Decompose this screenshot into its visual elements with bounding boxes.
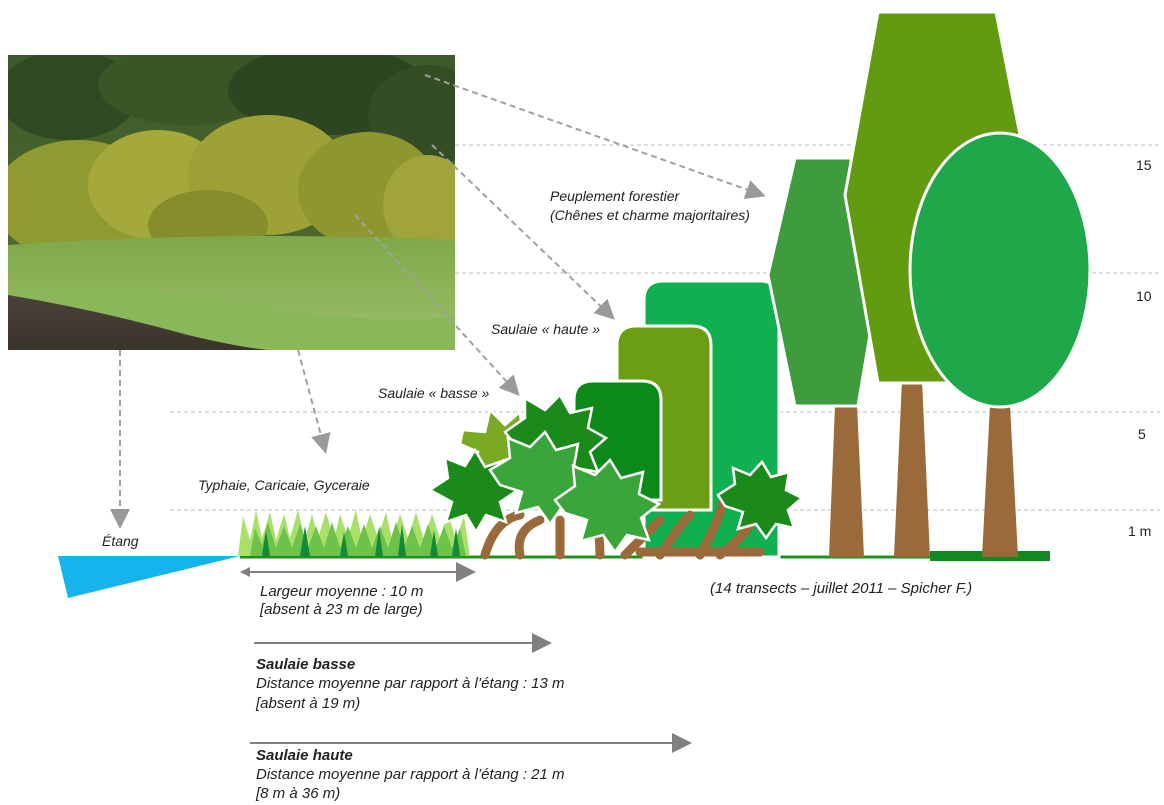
label-peuplement-2: (Chênes et charme majoritaires) [550,206,750,224]
scale-5: 5 [1138,426,1146,442]
label-etang: Étang [102,532,139,550]
callout-forest [425,75,762,195]
label-typhaie: Typhaie, Caricaie, Gyceraie [198,476,370,494]
label-saulaie-haute: Saulaie « haute » [491,320,600,338]
width-arrow [240,567,472,577]
note-haute-1: Distance moyenne par rapport à l’étang :… [256,766,565,784]
note-haute-2: [8 m à 36 m) [256,785,340,803]
note-basse-title: Saulaie basse [256,655,355,674]
note-largeur-2: [absent à 23 m de large) [260,601,423,619]
scale-15: 15 [1136,157,1152,173]
pond-water [58,556,240,598]
label-saulaie-basse: Saulaie « basse » [378,384,489,402]
label-peuplement-1: Peuplement forestier [550,187,679,205]
reed-belt [238,510,470,556]
note-haute-title: Saulaie haute [256,746,353,765]
forest-crown-oval [910,133,1090,407]
callout-high-willow [432,145,612,317]
note-basse-2: [absent à 19 m) [256,695,360,713]
callout-low-willow [355,215,517,393]
scale-1m: 1 m [1128,523,1151,539]
scale-10: 10 [1136,288,1152,304]
trunk-3 [982,405,1018,557]
note-basse-1: Distance moyenne par rapport à l’étang :… [256,675,565,693]
trunk-1 [829,405,864,557]
forest-crowns [768,12,1090,407]
note-largeur-1: Largeur moyenne : 10 m [260,583,423,601]
label-source: (14 transects – juillet 2011 – Spicher F… [710,580,972,598]
trunk-2 [894,380,930,557]
callout-reeds [298,350,325,450]
